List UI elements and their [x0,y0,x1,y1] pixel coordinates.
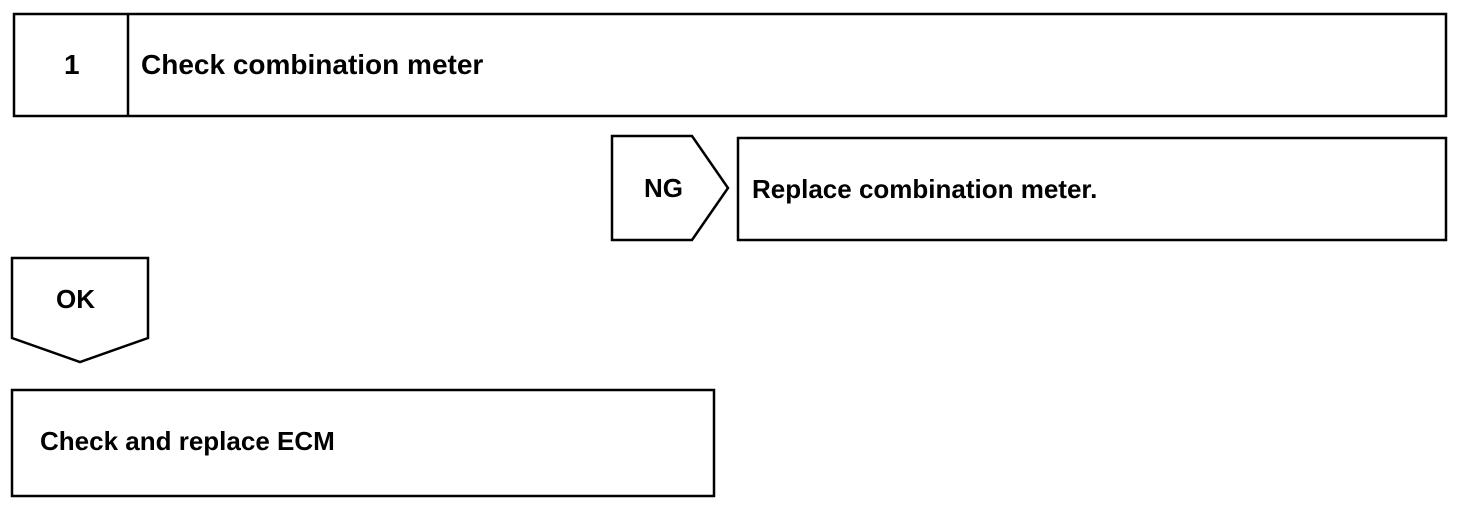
step-number: 1 [64,49,80,80]
ok-action-text: Check and replace ECM [40,426,335,456]
step-box [12,12,1448,118]
ok-result-box [10,388,716,498]
ng-action-text: Replace combination meter. [752,174,1098,204]
ok-arrow-tag [10,256,150,364]
ok-tag-label: OK [56,284,95,314]
ng-result-box [736,136,1448,242]
ng-arrow-tag [610,134,730,242]
step-title: Check combination meter [141,49,484,80]
ng-tag-label: NG [644,173,683,203]
